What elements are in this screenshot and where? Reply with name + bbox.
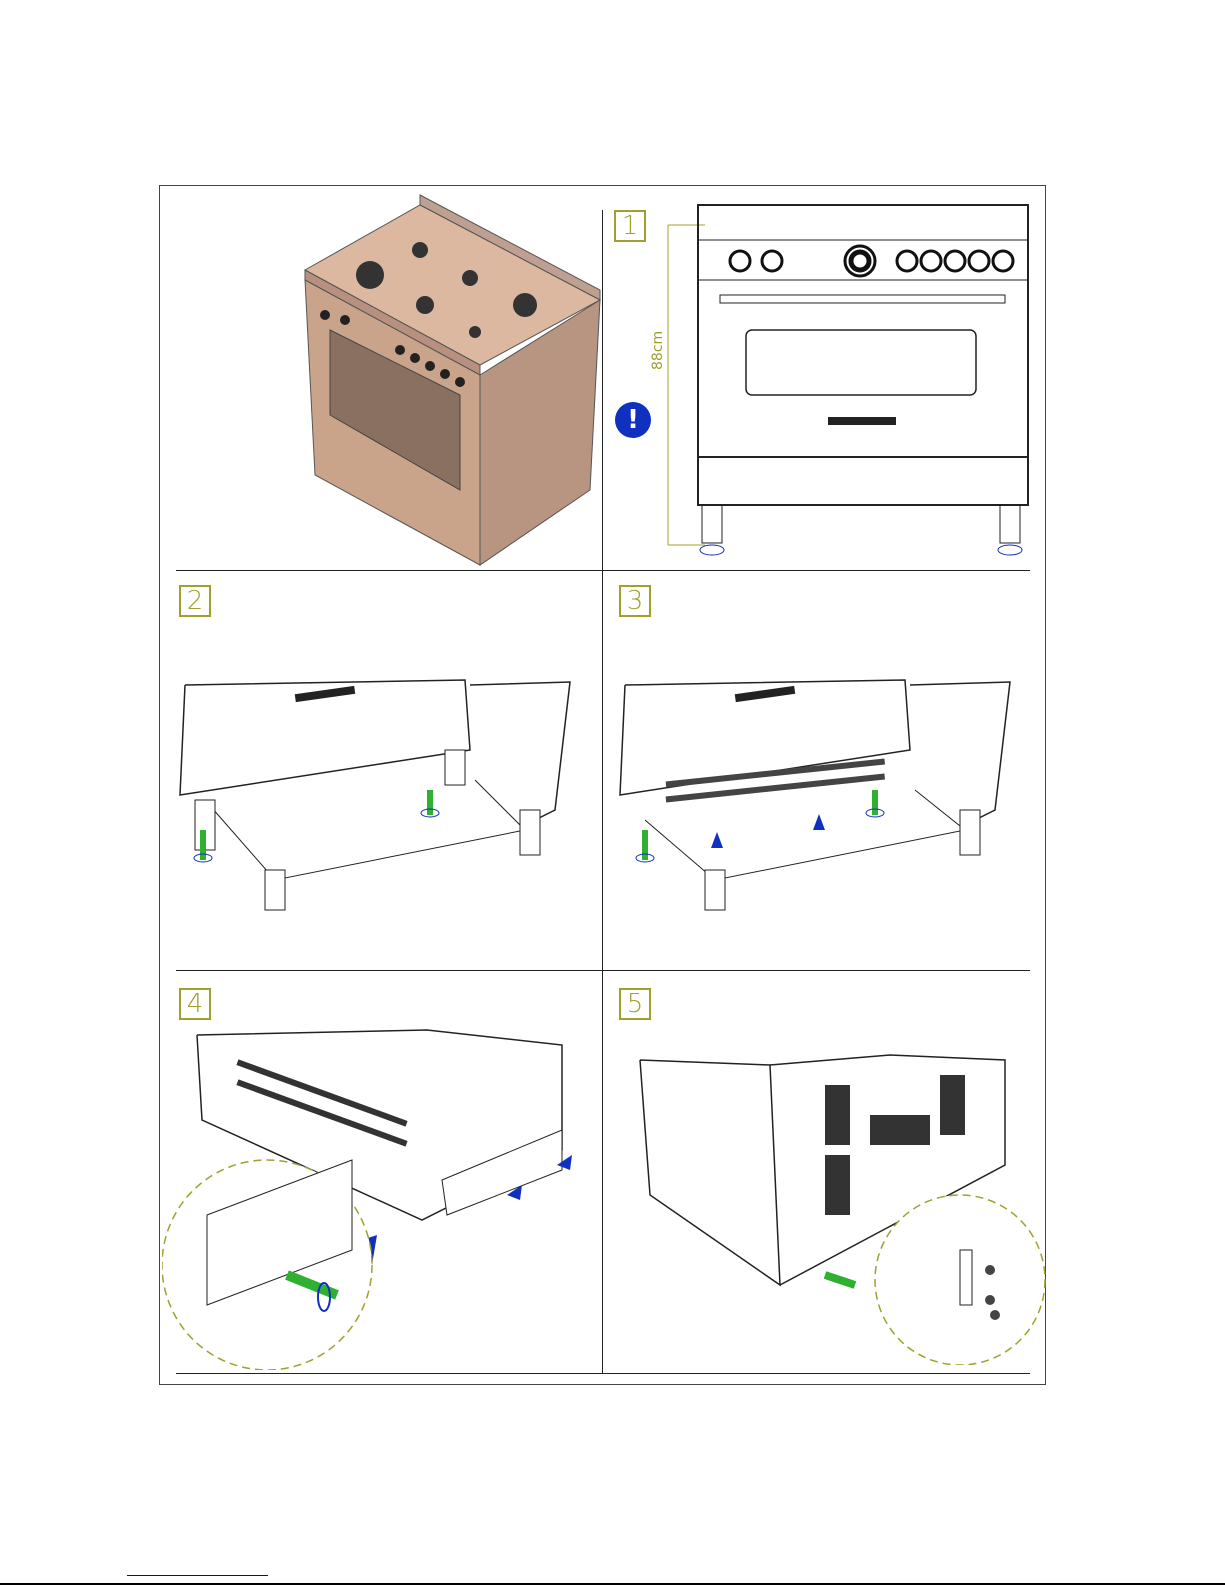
step-3-label: 3 — [619, 585, 651, 617]
row-divider — [176, 570, 1030, 571]
stove-front-dimension-drawing — [667, 204, 1029, 556]
height-dimension-label: 88cm — [650, 330, 666, 370]
row-divider — [176, 970, 1030, 971]
illustration-frame — [159, 185, 1046, 1385]
step-2-drawing — [179, 679, 571, 911]
step-4-label: 4 — [179, 988, 211, 1020]
step-2-label: 2 — [179, 585, 211, 617]
row-divider — [176, 1373, 1030, 1374]
footnote-separator — [127, 1575, 268, 1576]
step-3-drawing — [619, 679, 1011, 911]
stove-3d-illustration — [303, 194, 602, 566]
page-bottom-rule — [0, 1583, 1225, 1585]
exclamation-warning-icon: ! — [615, 402, 651, 438]
step-4-drawing — [162, 1029, 572, 1370]
column-divider — [602, 210, 603, 1373]
step-1-label: 1 — [614, 210, 646, 242]
step-5-label: 5 — [619, 988, 651, 1020]
step-5-drawing — [639, 1054, 1046, 1365]
